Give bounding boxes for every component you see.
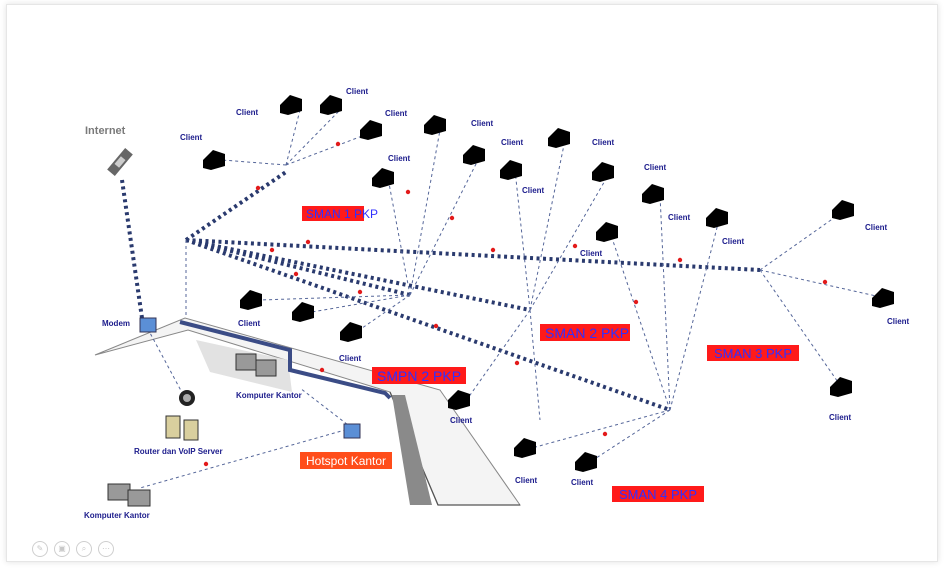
router-icon [179, 390, 195, 406]
client-label: Client [238, 319, 261, 328]
client-label: Client [339, 354, 362, 363]
tower-sman4 [660, 414, 680, 479]
client-label: Client [388, 154, 411, 163]
client-label: Client [580, 249, 603, 258]
site-tag-hotspot: Hotspot Kantor [300, 452, 392, 469]
modem-label: Modem [102, 319, 130, 328]
client-label: Client [522, 186, 545, 195]
office-pc-label-2: Komputer Kantor [84, 511, 150, 520]
client-label: Client [346, 87, 369, 96]
pen-icon[interactable]: ✎ [32, 541, 48, 557]
client-label: Client [450, 416, 473, 425]
signal-markers [203, 141, 828, 467]
internet-label: Internet [85, 125, 126, 137]
svg-text:SMPN 2 PKP: SMPN 2 PKP [377, 368, 461, 384]
svg-text:SMAN 4 PKP: SMAN 4 PKP [619, 487, 697, 502]
office-computers-icon [235, 353, 277, 377]
hotspot-access-point-icon [343, 423, 361, 439]
backbone-links [120, 170, 761, 412]
client-label: Client [865, 223, 888, 232]
svg-text:SMAN 3 PKP: SMAN 3 PKP [714, 346, 792, 361]
office-building [94, 317, 521, 506]
svg-text:Hotspot Kantor: Hotspot Kantor [306, 454, 386, 468]
site-tag-sman3: SMAN 3 PKP [707, 345, 799, 361]
tower-sman1 [279, 170, 297, 229]
more-icon[interactable]: ⋯ [98, 541, 114, 557]
zoom-icon[interactable]: ⌕ [76, 541, 92, 557]
tower-smpn2 [398, 300, 416, 359]
client-labels: Client Client Client Client Client Clien… [180, 87, 910, 487]
client-label: Client [180, 133, 203, 142]
site-tag-sman4: SMAN 4 PKP [612, 486, 704, 502]
satellite-icon [107, 148, 133, 176]
client-label: Client [236, 108, 259, 117]
modem-icon [139, 317, 157, 333]
client-label: Client [668, 213, 691, 222]
client-links [139, 109, 886, 489]
client-label: Client [829, 413, 852, 422]
client-label: Client [592, 138, 615, 147]
router-label: Router dan VoIP Server [134, 447, 223, 456]
client-label: Client [571, 478, 594, 487]
client-label: Client [644, 163, 667, 172]
client-label: Client [515, 476, 538, 485]
site-tag-sman1: SMAN 1 PKP [302, 206, 378, 221]
voip-server-icon [165, 415, 199, 441]
client-label: Client [471, 119, 494, 128]
client-label: Client [385, 109, 408, 118]
client-label: Client [722, 237, 745, 246]
svg-text:SMAN 2 PKP: SMAN 2 PKP [545, 325, 629, 341]
tower-sman3 [753, 276, 771, 335]
client-label: Client [501, 138, 524, 147]
site-tag-smpn2: SMPN 2 PKP [372, 367, 466, 384]
client-houses [203, 95, 894, 472]
office-pc-label-1: Komputer Kantor [236, 391, 302, 400]
slide-toolbar: ✎ ▣ ⌕ ⋯ [32, 541, 114, 557]
site-tag-sman2: SMAN 2 PKP [540, 324, 630, 341]
svg-text:SMAN 1 PKP: SMAN 1 PKP [306, 207, 378, 221]
image-icon[interactable]: ▣ [54, 541, 70, 557]
office-computers-icon-2 [107, 483, 151, 507]
client-label: Client [887, 317, 910, 326]
